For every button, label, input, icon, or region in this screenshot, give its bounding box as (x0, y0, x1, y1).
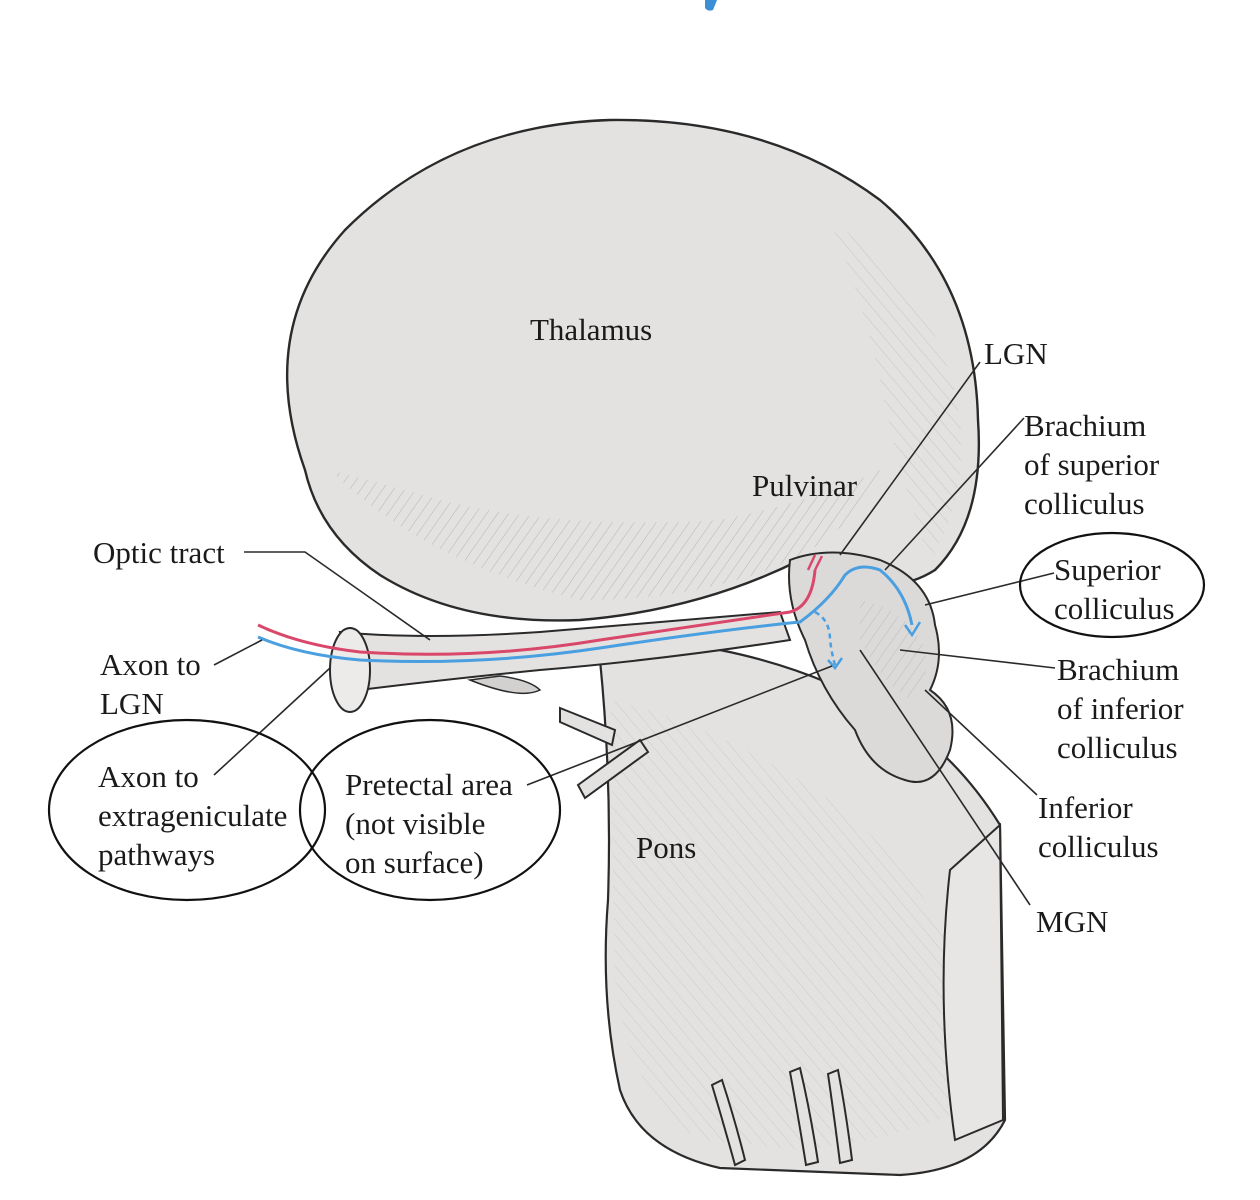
thalamus-hatching-right (830, 220, 962, 560)
blue-axon-branch (814, 610, 837, 666)
blue-axon-path (257, 565, 914, 663)
label-lgn: LGN (984, 336, 1048, 371)
label-axon-to-lgn-line2: LGN (100, 686, 164, 721)
label-axon-to-lgn-line1: Axon to (100, 647, 201, 682)
optic-tract-cut-end (329, 627, 371, 713)
thalamus-shape (285, 118, 981, 622)
pons-cut-face (942, 822, 1005, 1142)
colliculi-shading (860, 600, 926, 700)
label-inferior-colliculus-line2: colliculus (1038, 829, 1159, 864)
label-inferior-colliculus: Inferior colliculus (1038, 788, 1159, 866)
red-axon-path (257, 569, 817, 656)
label-pretectal-area-line2: (not visible (345, 806, 486, 841)
red-axon-terminal (806, 554, 824, 571)
label-brachium-inferior: Brachium of inferior colliculus (1057, 650, 1184, 767)
label-brachium-superior-line3: colliculus (1024, 486, 1145, 521)
label-axon-to-extrageniculate: Axon to extrageniculate pathways (98, 757, 287, 874)
blue-branch-terminal (827, 657, 844, 671)
label-brachium-inferior-line2: of inferior (1057, 691, 1184, 726)
label-pretectal-area: Pretectal area (not visible on surface) (345, 765, 513, 882)
label-brachium-inferior-line1: Brachium (1057, 652, 1180, 687)
label-axon-to-lgn: Axon to LGN (100, 645, 201, 723)
label-inferior-colliculus-line1: Inferior (1038, 790, 1133, 825)
label-pons: Pons (636, 830, 697, 865)
blue-axon-terminal (903, 621, 922, 638)
label-brachium-superior: Brachium of superior colliculus (1024, 406, 1159, 523)
optic-tract-shape (338, 610, 792, 692)
ellipse-extrageniculate (47, 718, 327, 902)
label-superior-colliculus: Superior colliculus (1054, 550, 1175, 628)
label-brachium-superior-line2: of superior (1024, 447, 1160, 482)
label-axon-to-extrageniculate-line2: extrageniculate (98, 798, 288, 833)
optic-tract-under (467, 675, 542, 695)
label-brachium-inferior-line3: colliculus (1057, 730, 1178, 765)
pons-shading (610, 700, 960, 1150)
label-superior-colliculus-line1: Superior (1054, 552, 1161, 587)
label-optic-tract: Optic tract (93, 535, 225, 570)
ellipse-superior-colliculus (1018, 531, 1206, 639)
label-mgn: MGN (1036, 904, 1109, 939)
top-accent-mark (705, 0, 717, 11)
highlight-ellipses (47, 531, 1206, 902)
label-axon-to-extrageniculate-line3: pathways (98, 837, 216, 872)
label-pretectal-area-line3: on surface) (345, 845, 484, 880)
label-superior-colliculus-line2: colliculus (1054, 591, 1175, 626)
nerve-roots (710, 1066, 854, 1167)
label-thalamus: Thalamus (530, 312, 653, 347)
leader-lines (213, 361, 1056, 906)
thalamus-hatching (330, 470, 880, 600)
ellipse-pretectal (298, 718, 562, 902)
label-pretectal-area-line1: Pretectal area (345, 767, 513, 802)
label-brachium-superior-line1: Brachium (1024, 408, 1147, 443)
label-axon-to-extrageniculate-line1: Axon to (98, 759, 199, 794)
nerve-stub-left (559, 706, 650, 800)
label-pulvinar: Pulvinar (752, 468, 858, 503)
